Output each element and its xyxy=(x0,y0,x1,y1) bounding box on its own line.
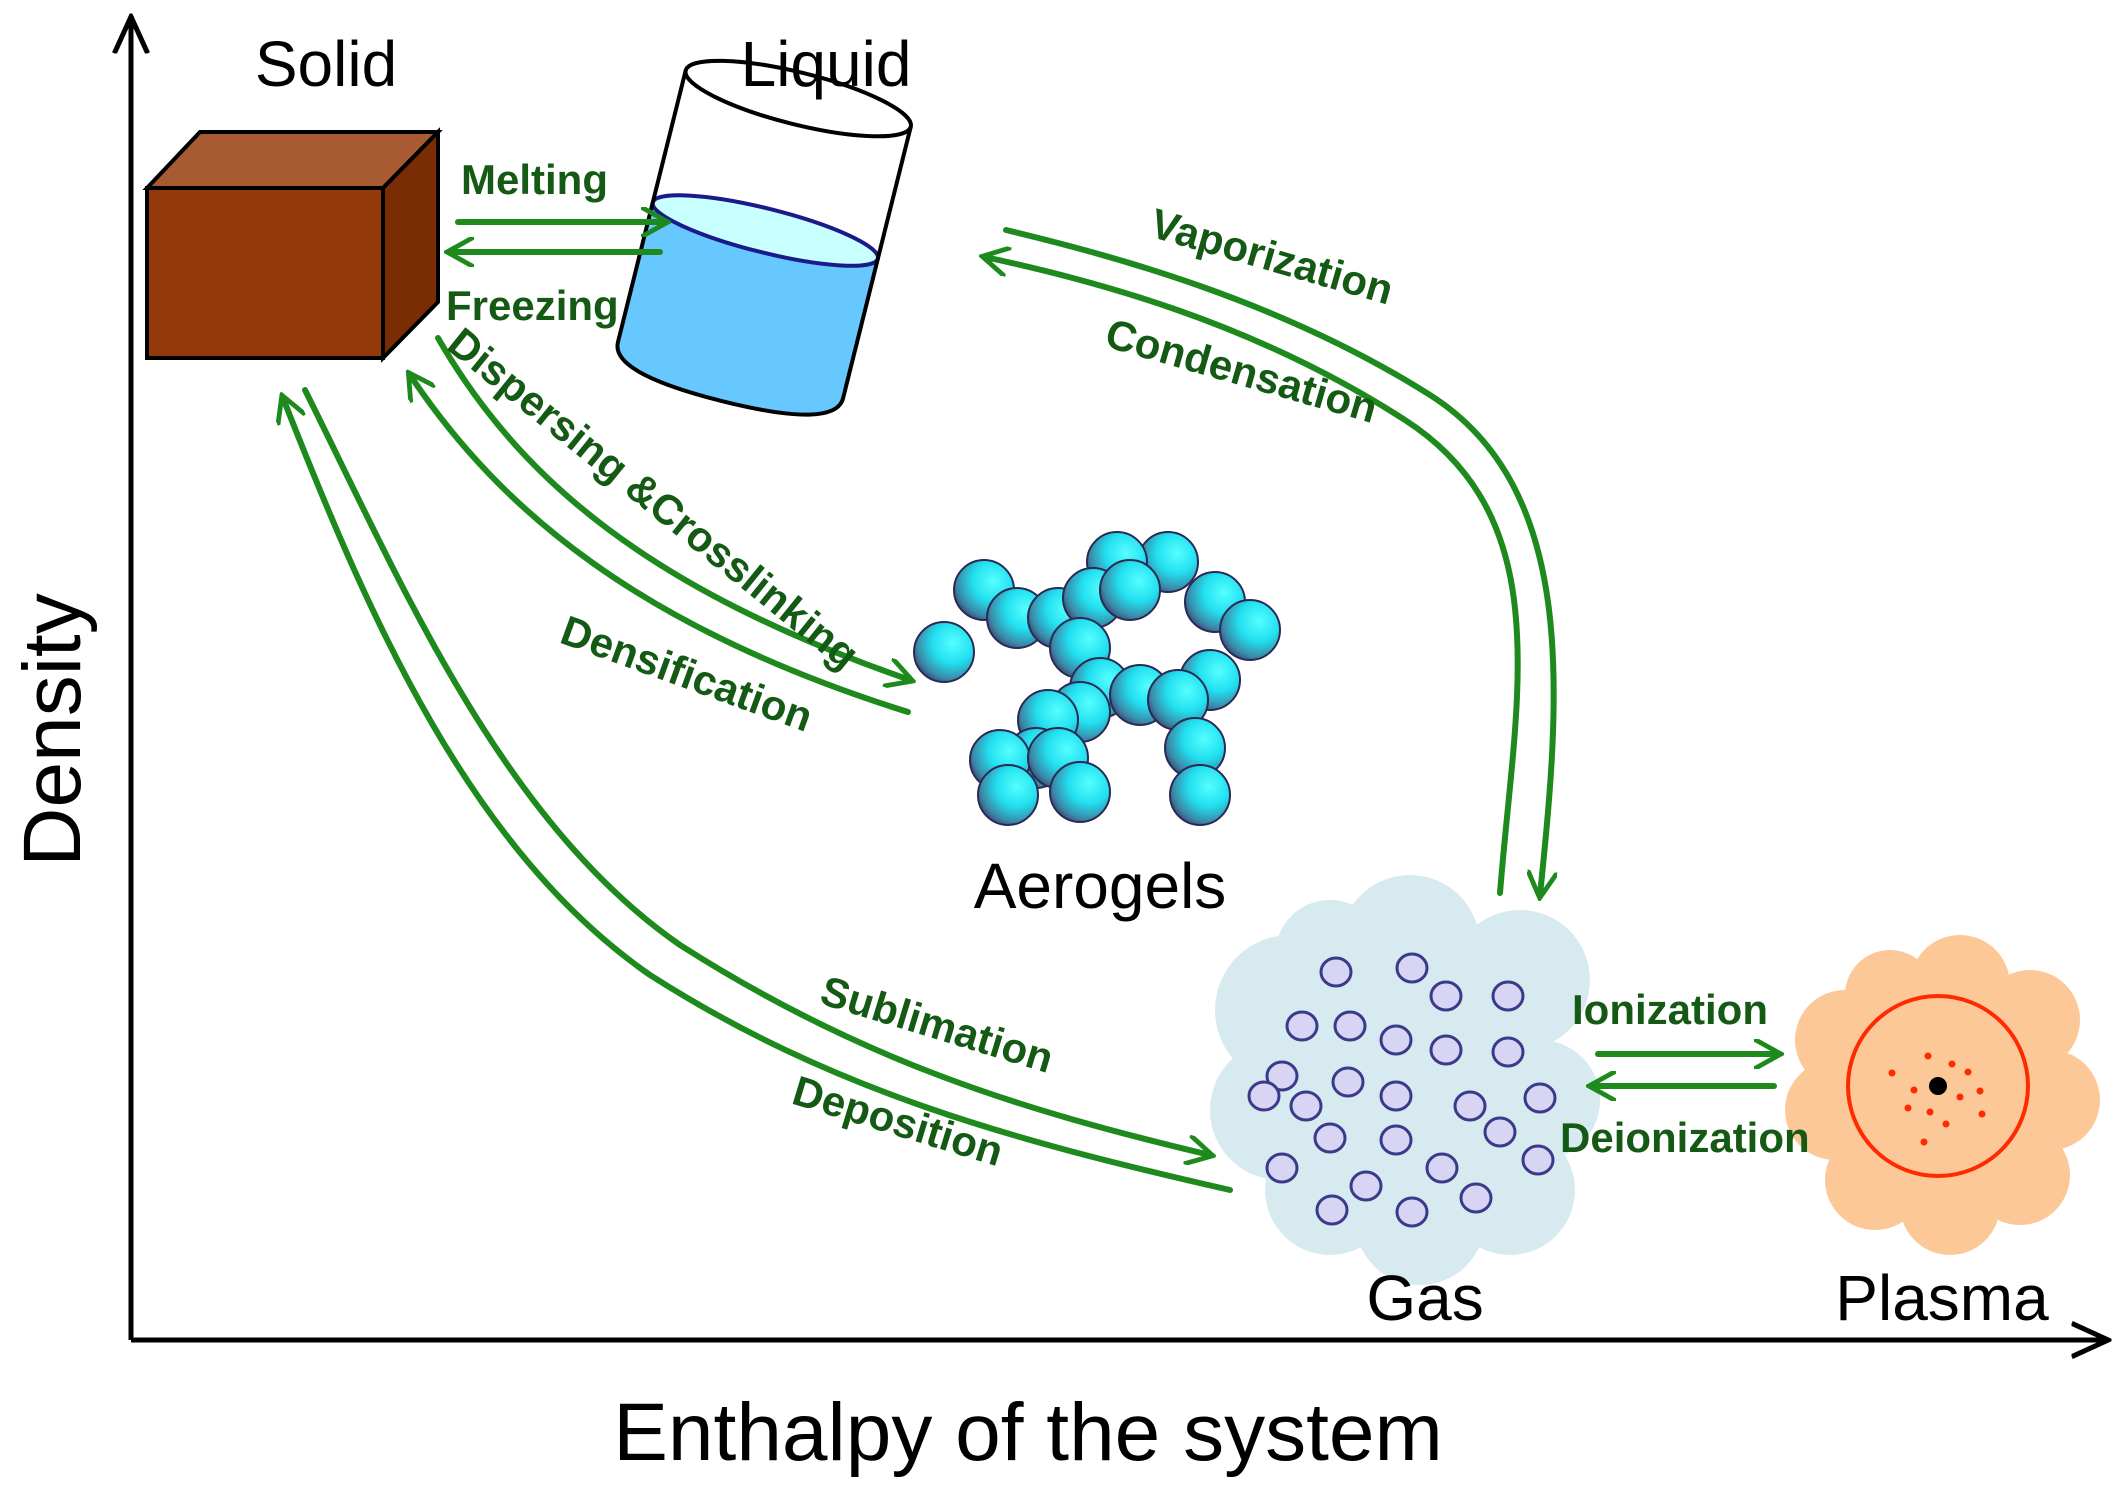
dispersing-arrow xyxy=(435,335,910,680)
axes: Density Enthalpy of the system xyxy=(7,20,2105,1478)
vaporization-label: Vaporization xyxy=(1146,199,1399,313)
deposition-label: Deposition xyxy=(787,1067,1008,1175)
densification-arrow xyxy=(410,375,911,715)
aerogel-spheres-icon xyxy=(913,531,1281,826)
solid-label: Solid xyxy=(255,28,397,100)
freezing-label: Freezing xyxy=(446,282,619,329)
deposition-arrow xyxy=(283,398,1233,1193)
melting-label: Melting xyxy=(461,156,608,203)
sublimation-label: Sublimation xyxy=(815,967,1059,1082)
gas-cloud-icon xyxy=(1210,875,1600,1285)
solid-cube-icon xyxy=(142,127,443,363)
deionization-label: Deionization xyxy=(1560,1114,1810,1161)
plasma-label: Plasma xyxy=(1835,1262,2049,1334)
aerogels-label: Aerogels xyxy=(974,850,1227,922)
y-axis-label: Density xyxy=(7,593,98,866)
liquid-label: Liquid xyxy=(741,28,912,100)
plasma-icon xyxy=(1785,935,2100,1255)
gas-label: Gas xyxy=(1366,1262,1483,1334)
sublimation-arrow xyxy=(302,387,1210,1155)
condensation-arrow xyxy=(985,257,1521,896)
ionization-label: Ionization xyxy=(1572,986,1768,1033)
liquid-beaker-icon xyxy=(615,58,913,417)
condensation-label: Condensation xyxy=(1101,309,1383,431)
x-axis-label: Enthalpy of the system xyxy=(613,1387,1443,1478)
vaporization-arrow xyxy=(1003,227,1554,895)
